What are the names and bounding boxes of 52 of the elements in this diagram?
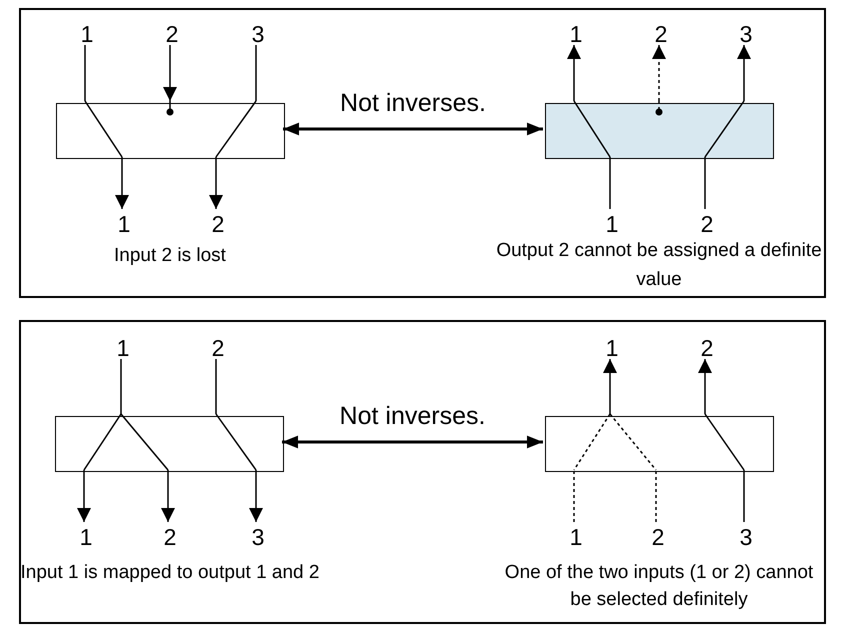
- port-number: 2: [648, 524, 668, 550]
- arrow: [249, 470, 263, 522]
- arrow: [737, 45, 751, 101]
- caption-text: Output 2 cannot be assigned a definite value: [495, 239, 823, 292]
- port-number: 2: [651, 21, 671, 47]
- gate-box: [55, 416, 284, 472]
- arrow: [698, 359, 712, 414]
- connector-line: [743, 470, 745, 522]
- arrow: [115, 157, 129, 209]
- panel-frame: [19, 320, 826, 624]
- port-number: 1: [113, 335, 133, 361]
- arrow: [163, 45, 177, 101]
- connector-line: [215, 359, 217, 414]
- port-number: 1: [77, 21, 97, 47]
- connector-line: [609, 157, 611, 209]
- connector-line: [255, 45, 257, 101]
- port-number: 1: [76, 524, 96, 550]
- port-number: 1: [566, 524, 586, 550]
- port-number: 3: [248, 524, 268, 550]
- gate-box: [545, 416, 774, 472]
- port-number: 2: [160, 524, 180, 550]
- port-number: 2: [697, 335, 717, 361]
- gate-box: [545, 103, 774, 159]
- arrow: [77, 470, 91, 522]
- caption-text: Input 1 is mapped to output 1 and 2: [20, 561, 320, 585]
- arrow: [603, 359, 617, 414]
- port-number: 3: [248, 21, 268, 47]
- port-number: 1: [114, 211, 134, 237]
- connector-line: [120, 359, 122, 414]
- port-number: 2: [208, 211, 228, 237]
- port-number: 3: [736, 524, 756, 550]
- double-arrow: [282, 436, 543, 448]
- port-number: 1: [602, 335, 622, 361]
- connector-line: [84, 45, 86, 101]
- port-number: 2: [208, 335, 228, 361]
- port-number: 1: [602, 211, 622, 237]
- panel-frame: [19, 8, 826, 298]
- port-number: 2: [162, 21, 182, 47]
- gate-box: [56, 103, 285, 159]
- port-number: 2: [697, 211, 717, 237]
- port-number: 3: [736, 21, 756, 47]
- double-arrow: [283, 122, 543, 136]
- caption-text: One of the two inputs (1 or 2) cannot be selected definitely: [504, 561, 814, 612]
- arrow: [652, 45, 666, 101]
- connector-line: [573, 470, 575, 522]
- port-number: 1: [566, 21, 586, 47]
- arrow: [209, 157, 223, 209]
- arrow: [161, 470, 175, 522]
- arrow: [567, 45, 581, 101]
- caption-text: Input 2 is lost: [113, 244, 227, 268]
- connector-line: [704, 157, 706, 209]
- connector-line: [655, 470, 657, 522]
